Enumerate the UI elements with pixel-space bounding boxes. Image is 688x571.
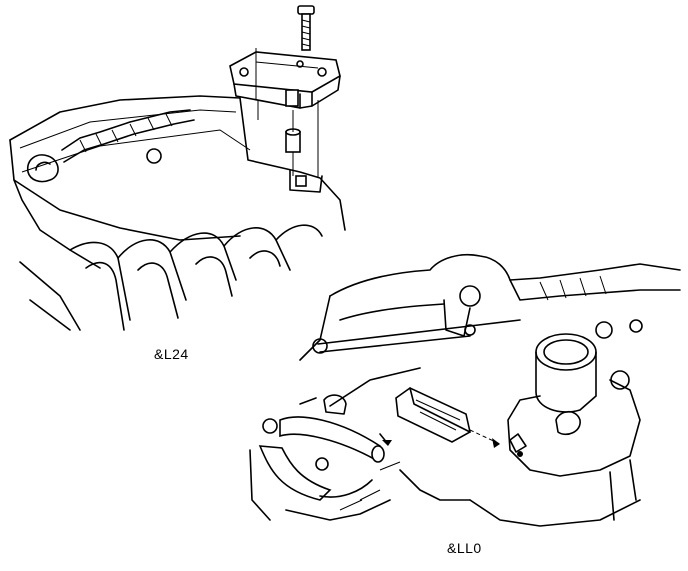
- lower-view-label: &LL0: [447, 540, 482, 556]
- spacer: [285, 128, 301, 153]
- cover-logo-graphic: [26, 109, 195, 183]
- lower-engine-view: [249, 254, 681, 527]
- coolant-hoses: [258, 367, 421, 501]
- control-module: [229, 51, 341, 109]
- upper-engine-view: [9, 5, 346, 331]
- throttle-body: [507, 319, 643, 477]
- upper-view-label: &L24: [154, 346, 189, 362]
- bolt: [297, 5, 315, 51]
- sensor-connector: [395, 387, 471, 443]
